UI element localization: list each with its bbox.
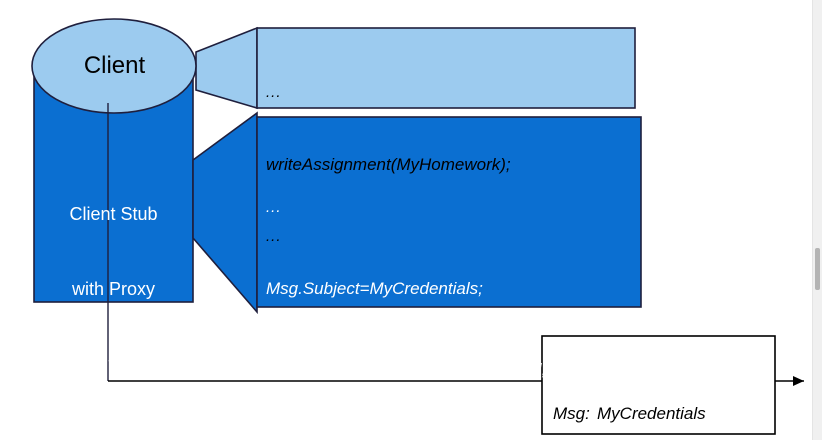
callout-light-line-3: ... xyxy=(266,228,282,245)
client-node-label: Client xyxy=(83,52,146,79)
callout-light-tail xyxy=(195,26,258,110)
message-box-row-1: Msg: MyCredentials xyxy=(553,399,768,428)
callout-dark-box xyxy=(256,116,642,308)
callout-dark-code: ... Msg.Subject=MyCredentials; Msg.Metho… xyxy=(266,140,634,440)
arrow-head-right-icon xyxy=(793,376,804,386)
callout-dark-line-1: ... xyxy=(266,199,282,216)
scrollbar-thumb[interactable] xyxy=(815,248,820,290)
callout-dark-line-2: Msg.Subject=MyCredentials; xyxy=(266,279,483,298)
client-stub-label: Client Stub with Proxy (here without PEP… xyxy=(34,152,193,440)
vertical-scrollbar[interactable] xyxy=(812,0,822,440)
message-box xyxy=(541,335,776,435)
client-stub-label-line-4: PEP and PDP) xyxy=(54,429,173,440)
message-box-content: Msg:MyCredentials writeAssignment_Id MyH… xyxy=(553,341,768,440)
message-box-label: Msg: xyxy=(553,404,590,423)
callout-dark-line-3: Msg.Method_Id=writeAssignment_Id; xyxy=(266,360,547,379)
client-ellipse xyxy=(31,18,197,114)
callout-light-code: ... writeAssignment(MyHomework); ... xyxy=(266,33,628,297)
callout-light-line-1: ... xyxy=(266,84,282,101)
client-stub-label-line-2: with Proxy xyxy=(71,279,156,299)
callout-light-box xyxy=(256,27,636,109)
callout-dark-tail xyxy=(192,111,258,315)
client-stub-label-line-3: (here without xyxy=(61,354,166,374)
client-stub-label-line-1: Client Stub xyxy=(69,204,158,224)
callout-light-line-2: writeAssignment(MyHomework); xyxy=(266,155,511,174)
message-box-field-1: MyCredentials xyxy=(597,404,706,423)
